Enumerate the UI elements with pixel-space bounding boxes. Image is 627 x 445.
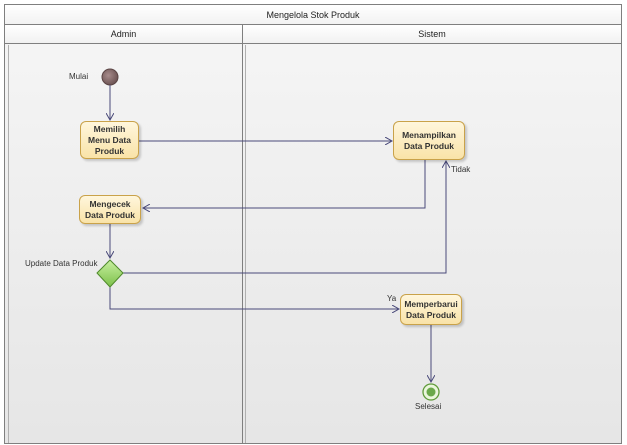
lane-divider xyxy=(242,25,243,443)
lane-header-sistem: Sistem xyxy=(243,25,621,44)
lane-border-admin xyxy=(8,45,9,443)
action-memilih-menu-data-produk[interactable]: Memilih Menu Data Produk xyxy=(80,121,139,159)
activity-diagram: Mengelola Stok Produk Admin Sistem xyxy=(4,4,622,444)
action-menampilkan-data-produk[interactable]: Menampilkan Data Produk xyxy=(393,121,465,160)
end-node-core xyxy=(426,387,436,397)
action-memperbarui-data-produk[interactable]: Memperbarui Data Produk xyxy=(400,294,462,325)
lane-border-sistem xyxy=(245,45,246,443)
flow-layer xyxy=(96,68,623,401)
diagram-title: Mengelola Stok Produk xyxy=(5,5,621,25)
lane-header-admin: Admin xyxy=(5,25,242,44)
flow-decision-ya xyxy=(109,287,399,309)
guard-ya-label: Ya xyxy=(387,294,397,303)
end-label: Selesai xyxy=(415,402,442,411)
decision-node xyxy=(96,259,124,288)
flow-menampilkan-to-mengecek xyxy=(143,160,426,208)
flow-decision-tidak xyxy=(123,161,446,274)
guard-tidak-label: Tidak xyxy=(451,165,471,174)
start-node xyxy=(101,68,119,86)
start-label: Mulai xyxy=(69,72,89,81)
decision-label: Update Data Produk xyxy=(25,259,98,268)
action-mengecek-data-produk[interactable]: Mengecek Data Produk xyxy=(79,195,141,224)
